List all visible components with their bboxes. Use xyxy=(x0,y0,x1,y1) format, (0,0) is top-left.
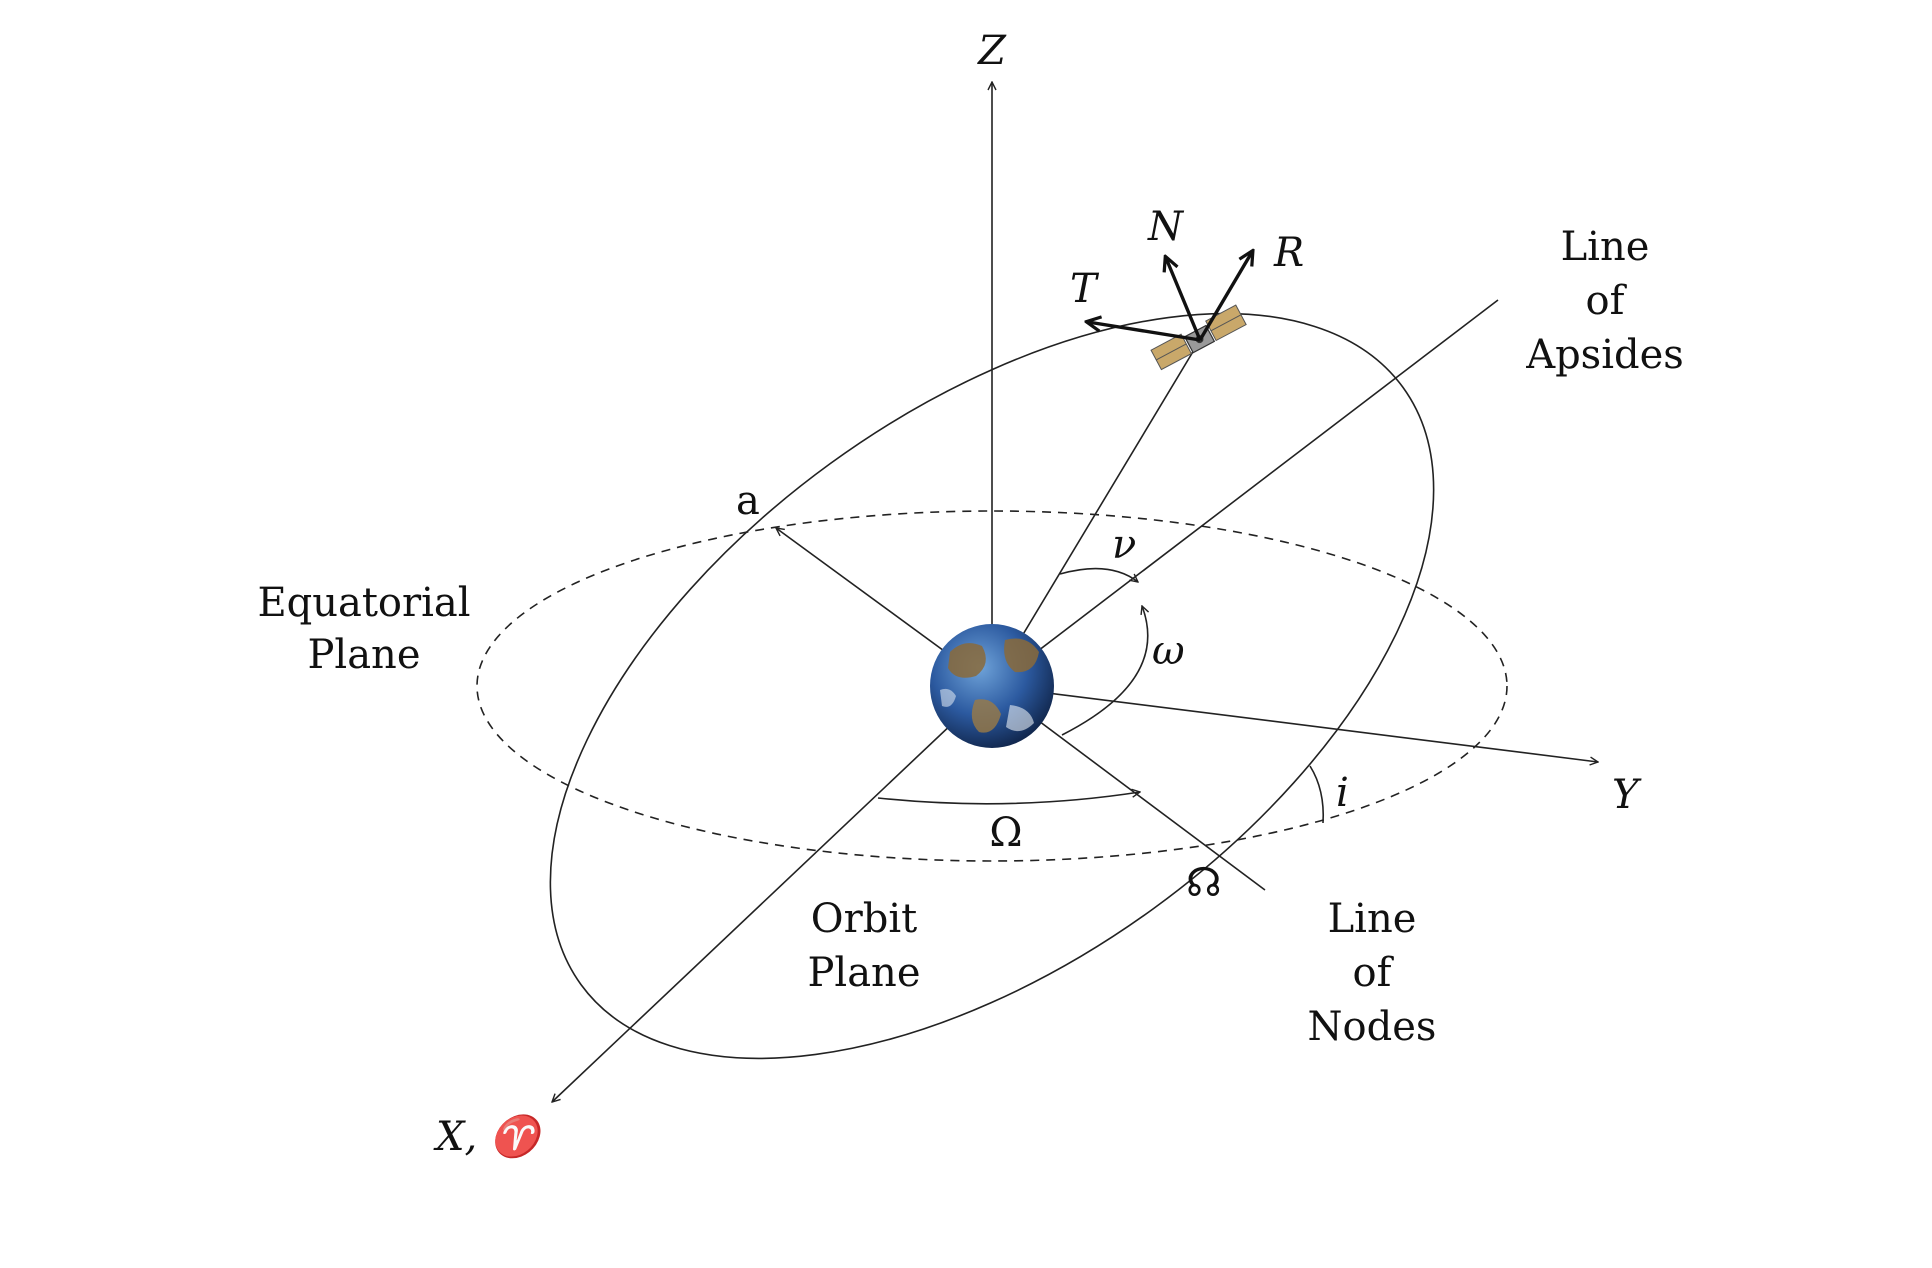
orbit-plane-label-2: Plane xyxy=(808,950,921,996)
x-axis-label: X, ♈ xyxy=(433,1113,547,1160)
inclination-arc xyxy=(1309,765,1325,824)
line-of-apsides-label-1: Line xyxy=(1561,224,1650,270)
equatorial-plane-ellipse xyxy=(476,510,1508,862)
radial-vector-arrow xyxy=(1198,252,1252,341)
true-anomaly-arc xyxy=(1059,567,1138,582)
raan-label: Ω xyxy=(989,810,1022,856)
tangential-vector-label: T xyxy=(1070,266,1100,312)
argument-of-periapsis-label: ω xyxy=(1152,628,1185,674)
line-of-apsides-label-3: Apsides xyxy=(1525,332,1684,378)
y-axis-line xyxy=(991,685,1598,762)
line-of-apsides xyxy=(991,299,1499,687)
radial-vector-label: R xyxy=(1273,230,1304,276)
line-of-nodes-label-1: Line xyxy=(1328,896,1417,942)
ascending-node-label: ☊ xyxy=(1186,860,1222,906)
radius-vector-line xyxy=(991,339,1201,687)
line-of-nodes-label-3: Nodes xyxy=(1308,1004,1437,1050)
line-of-nodes-label-2: of xyxy=(1353,950,1395,996)
normal-vector-arrow xyxy=(1166,258,1202,341)
equatorial-plane-label-1: Equatorial xyxy=(257,580,470,626)
y-axis-label: Y xyxy=(1612,772,1642,818)
semi-major-axis-label: a xyxy=(736,478,760,524)
line-of-apsides-label-2: of xyxy=(1586,278,1628,324)
orbit-ellipse xyxy=(549,312,1435,1060)
earth-icon xyxy=(930,624,1054,748)
true-anomaly-label: ν xyxy=(1112,522,1136,568)
z-axis-label: Z xyxy=(976,28,1007,74)
normal-vector-label: N xyxy=(1147,204,1185,250)
equatorial-plane-label-2: Plane xyxy=(308,632,421,678)
inclination-label: i xyxy=(1336,770,1349,816)
satellite-icon xyxy=(1150,304,1247,371)
orbit-plane-label-1: Orbit xyxy=(811,896,917,942)
raan-arc xyxy=(877,792,1140,805)
tangential-vector-arrow xyxy=(1088,322,1201,342)
argument-of-periapsis-arc xyxy=(1061,606,1148,736)
x-axis-line xyxy=(552,685,993,1102)
